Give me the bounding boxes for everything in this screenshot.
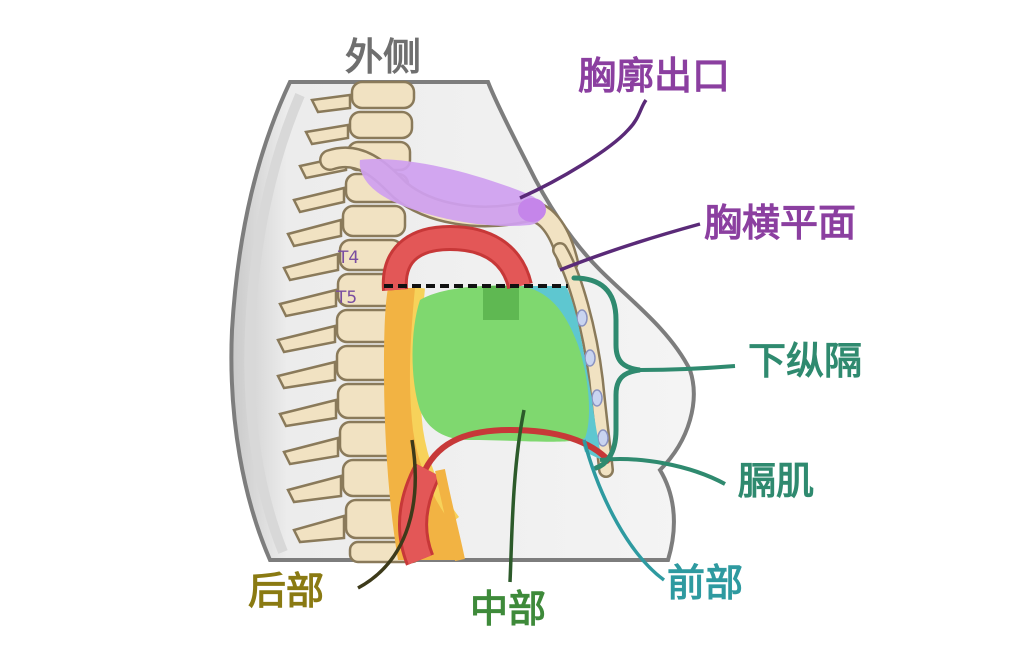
label-anterior: 前部 bbox=[667, 561, 744, 605]
label-posterior: 后部 bbox=[248, 569, 325, 613]
costal-cartilages bbox=[576, 309, 609, 447]
label-diaphragm: 膈肌 bbox=[738, 459, 815, 503]
leader-diaphragm bbox=[599, 457, 726, 486]
label-transverse-plane: 胸横平面 bbox=[704, 201, 857, 245]
label-inferior-mediastinum: 下纵隔 bbox=[748, 339, 863, 383]
leader-inferior-mediastinum bbox=[639, 364, 736, 372]
diaphragm-band bbox=[422, 426, 613, 472]
leader-posterior bbox=[357, 439, 417, 590]
label-middle: 中部 bbox=[470, 587, 547, 631]
label-t4: T4 bbox=[338, 248, 360, 268]
middle-region bbox=[412, 285, 590, 442]
label-lateral: 外侧 bbox=[345, 35, 422, 79]
leader-middle bbox=[508, 409, 526, 583]
esophagus-line bbox=[435, 469, 465, 561]
leader-anterior bbox=[582, 439, 666, 582]
body-inner-rim bbox=[244, 93, 305, 554]
leader-transverse-plane bbox=[559, 222, 701, 272]
leader-thoracic-outlet bbox=[519, 98, 648, 200]
thoracic-outlet-region bbox=[359, 159, 544, 226]
trachea-stub bbox=[483, 286, 519, 320]
first-rib-tip bbox=[518, 198, 546, 222]
inferior-mediastinum-bracket bbox=[571, 275, 641, 471]
label-thoracic-outlet: 胸廓出口 bbox=[578, 54, 731, 98]
label-t5: T5 bbox=[336, 288, 358, 308]
